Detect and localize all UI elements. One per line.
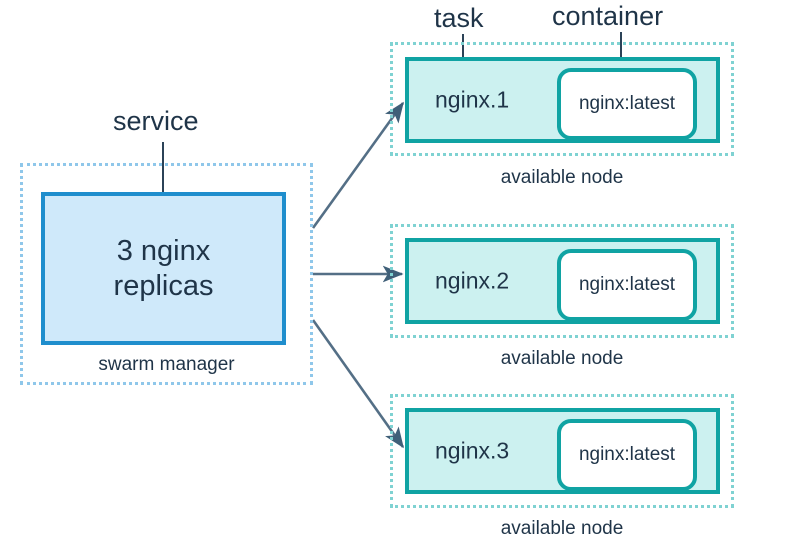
callout-label-container: container: [552, 1, 664, 31]
container-name-1: nginx:latest: [578, 93, 676, 114]
callout-label-service: service: [113, 106, 199, 136]
container-box-1[interactable]: nginx:latest: [557, 68, 697, 140]
container-name-3: nginx:latest: [578, 444, 676, 465]
node-caption-1: available node: [500, 167, 624, 188]
container-box-2[interactable]: nginx:latest: [557, 249, 697, 321]
node-group-1: [390, 42, 734, 156]
task-box-2[interactable]: nginx.2 nginx:latest: [405, 238, 720, 324]
node-caption-3: available node: [500, 518, 624, 539]
swarm-manager-group: [20, 163, 313, 385]
task-name-3: nginx.3: [435, 437, 510, 464]
task-name-1: nginx.1: [435, 86, 510, 113]
service-box[interactable]: 3 nginx replicas: [41, 192, 286, 345]
leader-line-service: [162, 142, 164, 224]
node-caption-2: available node: [500, 348, 624, 369]
task-box-1[interactable]: nginx.1 nginx:latest: [405, 57, 720, 143]
swarm-manager-caption: swarm manager: [98, 354, 235, 375]
service-box-line2: replicas: [113, 269, 214, 302]
service-box-text: 3 nginx replicas: [114, 234, 214, 302]
container-box-3[interactable]: nginx:latest: [557, 419, 697, 491]
node-group-2: [390, 224, 734, 338]
task-name-2: nginx.2: [435, 267, 510, 294]
task-box-3[interactable]: nginx.3 nginx:latest: [405, 408, 720, 494]
node-group-3: [390, 394, 734, 508]
callout-label-task: task: [434, 3, 484, 33]
container-name-2: nginx:latest: [578, 274, 676, 295]
service-box-line1: 3 nginx: [116, 235, 211, 268]
